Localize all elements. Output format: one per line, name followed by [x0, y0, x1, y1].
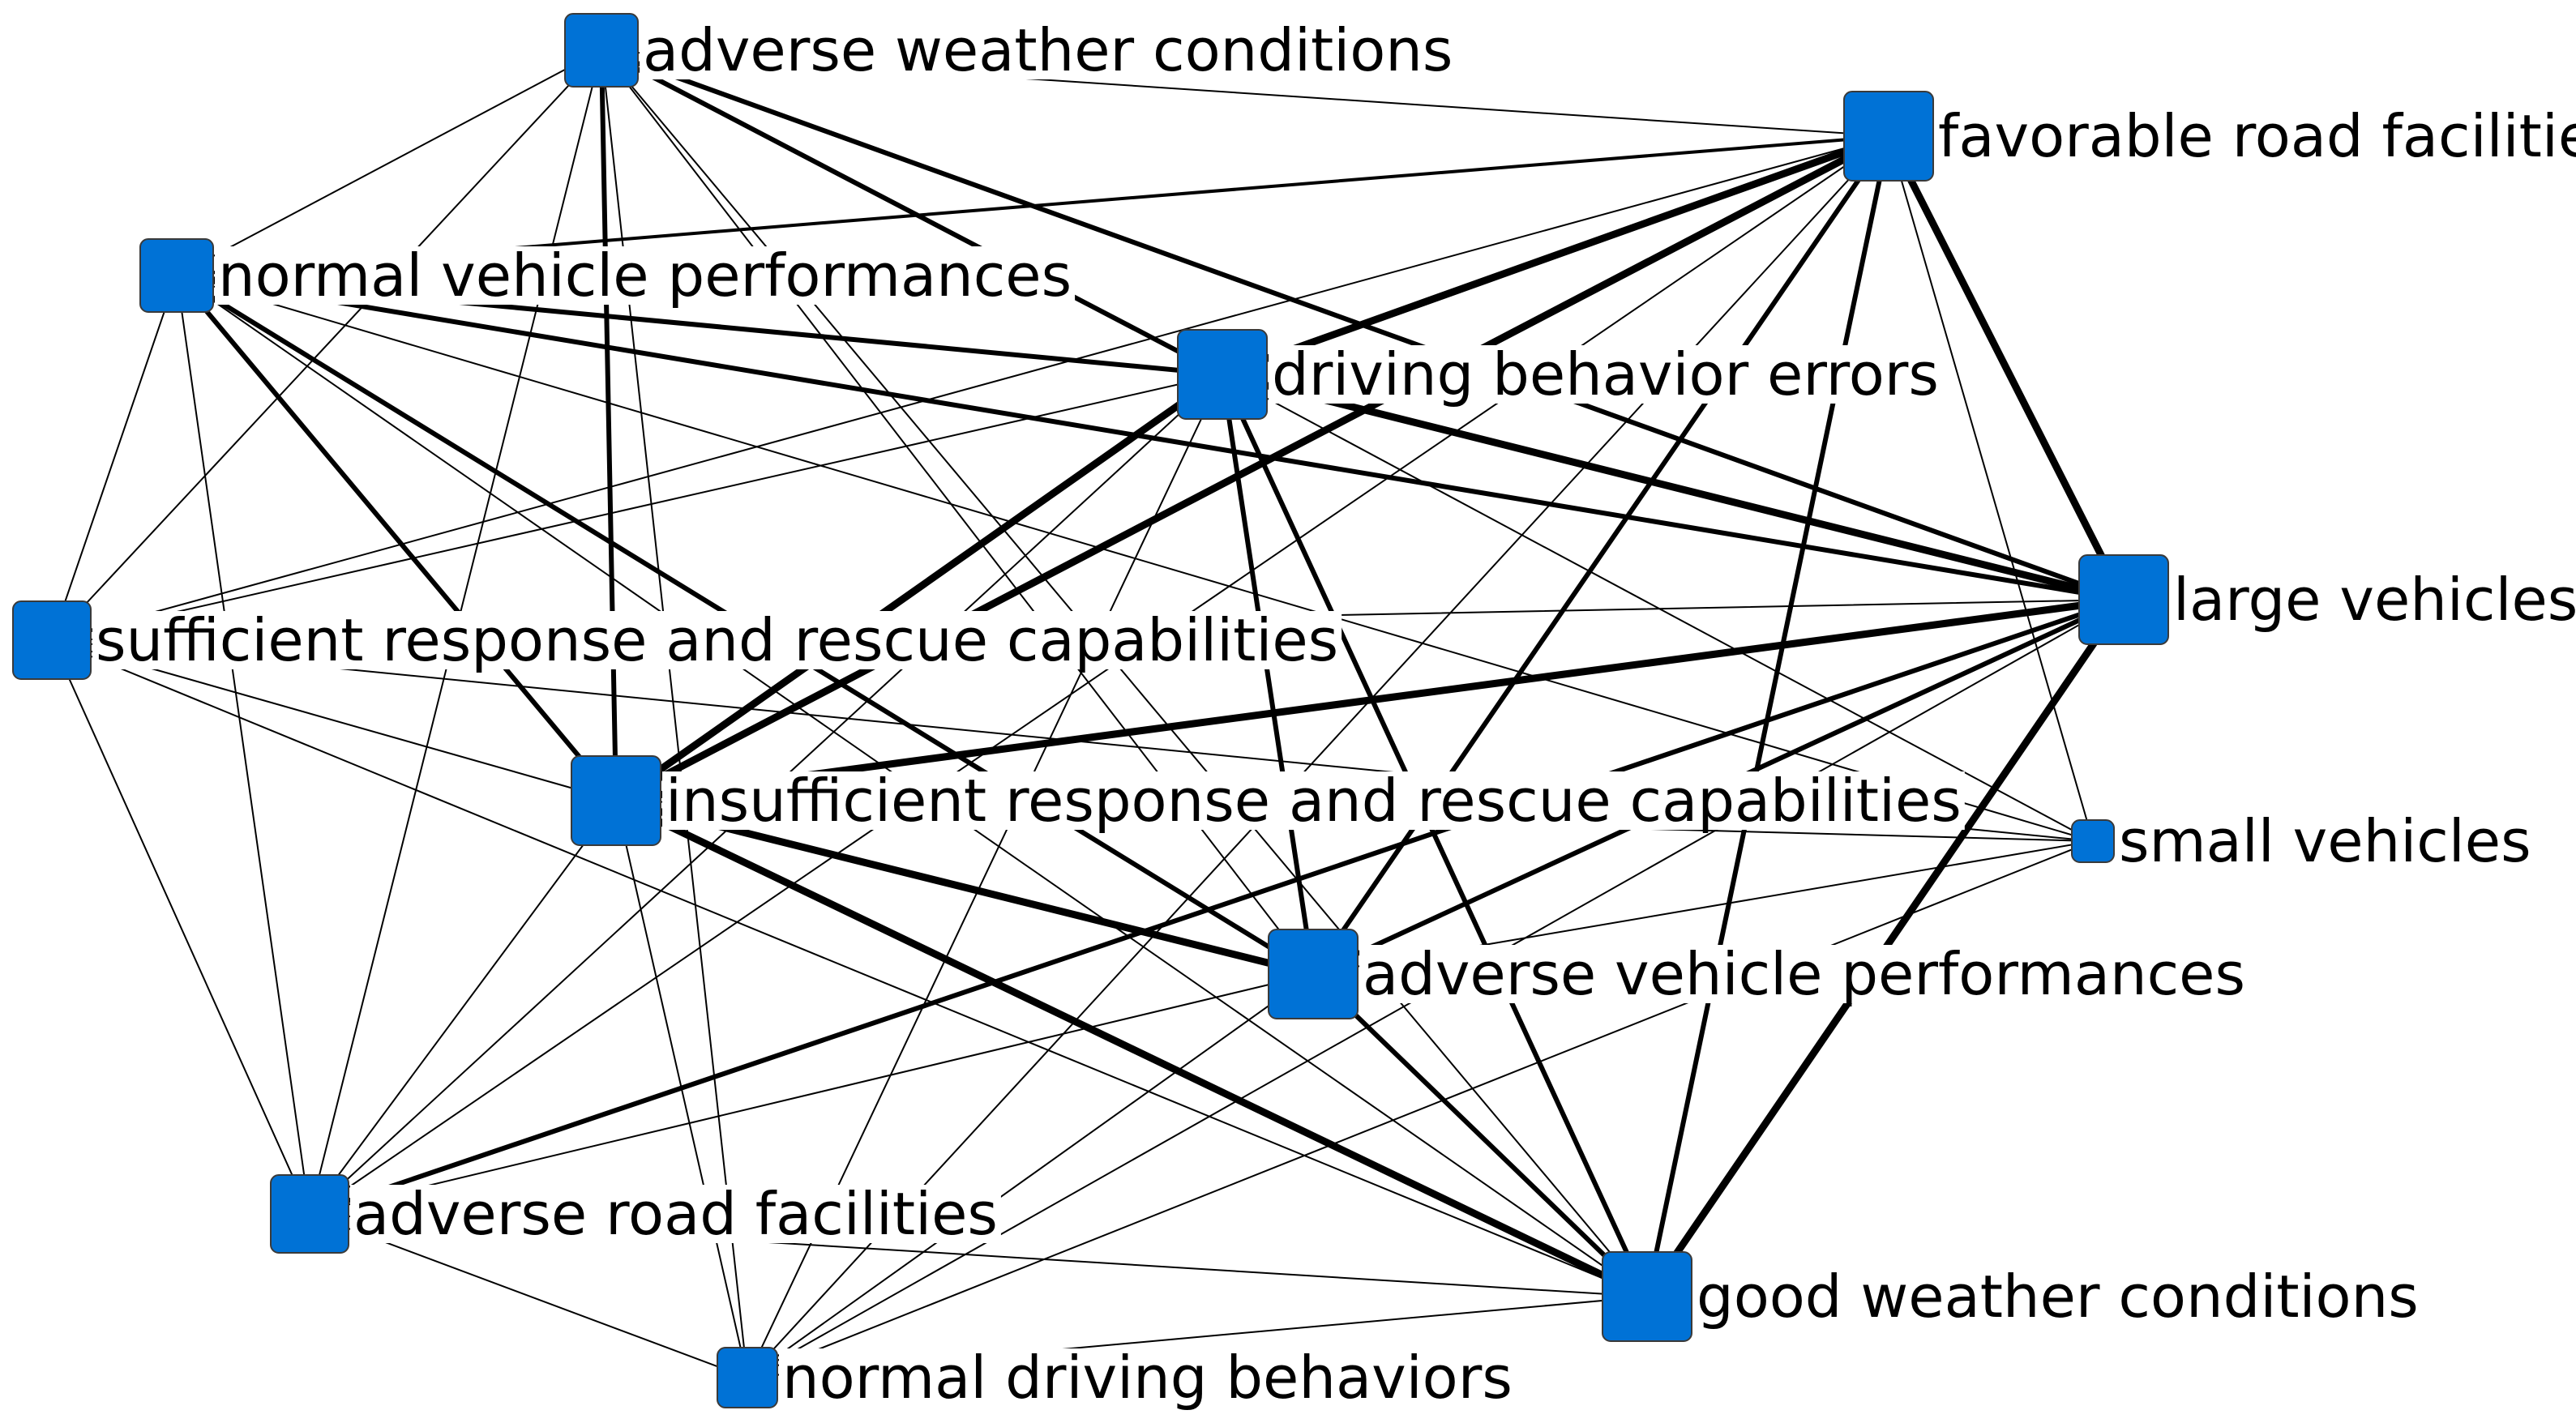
label-background: [350, 1185, 1001, 1243]
label-background: [779, 1348, 1516, 1407]
label-background: [92, 611, 1342, 669]
node-label: sufficient response and rescue capabilit…: [96, 606, 1338, 674]
label-background: [1269, 345, 1942, 404]
label-background: [215, 246, 1076, 305]
node-label: favorable road facilities: [1938, 102, 2576, 170]
node-label: adverse vehicle performances: [1363, 940, 2245, 1008]
edge-aw-sr: [51, 49, 602, 641]
node-label: large vehicles: [2173, 566, 2576, 634]
edge-av-nd: [747, 973, 1314, 1378]
node-label: small vehicles: [2119, 807, 2531, 875]
label-background: [1935, 107, 2576, 165]
edge-sr-ar: [51, 639, 310, 1215]
edge-db-av: [1220, 372, 1316, 976]
edge-fr-lv: [1885, 132, 2128, 604]
label-background: [662, 771, 1965, 830]
node-ir: insufficient response and rescue capabil…: [571, 755, 1965, 846]
node-lv: large vehicles: [2078, 554, 2576, 645]
node-sv: small vehicles: [2071, 807, 2535, 875]
node-marker: [717, 1347, 778, 1408]
edge-aw-av: [601, 49, 1314, 975]
node-marker: [571, 755, 661, 846]
edge-nv-ar: [176, 275, 310, 1215]
edge-aw-nv: [176, 49, 602, 276]
edge-lv-ar: [307, 597, 2126, 1216]
node-label: adverse weather conditions: [643, 16, 1453, 84]
label-background: [2116, 812, 2535, 870]
edge-aw-db: [599, 48, 1225, 377]
node-marker: [1268, 929, 1359, 1019]
node-marker: [1177, 329, 1268, 420]
node-av: adverse vehicle performances: [1268, 929, 2249, 1019]
edge-ir-ar: [309, 800, 617, 1215]
edge-db-sr: [51, 374, 1223, 641]
edge-nv-sr: [51, 275, 178, 641]
edge-nv-ir: [174, 273, 618, 803]
edge-sr-gw: [51, 639, 1648, 1297]
node-marker: [1843, 91, 1934, 182]
edge-db-lv: [1218, 370, 2128, 604]
node-label: normal driving behaviors: [782, 1344, 1513, 1412]
node-layer: adverse weather conditions favorable road…: [12, 13, 2576, 1412]
node-marker: [270, 1174, 349, 1254]
node-nv: normal vehicle performances: [139, 238, 1076, 313]
edge-fr-ar: [309, 135, 1889, 1215]
edge-sv-nd: [747, 840, 2094, 1378]
node-marker: [139, 238, 214, 313]
edge-fr-av: [1311, 134, 1891, 976]
node-fr: favorable road facilities: [1843, 91, 2576, 182]
edge-db-sv: [1222, 374, 2094, 842]
node-nd: normal driving behaviors: [717, 1344, 1516, 1412]
edge-fr-gw: [1645, 134, 1891, 1299]
edge-fr-sv: [1888, 135, 2094, 842]
node-marker: [2078, 554, 2169, 645]
label-background: [640, 21, 1457, 79]
edge-av-ar: [309, 973, 1314, 1215]
node-gw: good weather conditions: [1602, 1251, 2422, 1342]
edge-fr-ir: [612, 132, 1893, 805]
node-marker: [12, 600, 92, 680]
edge-fr-sr: [51, 135, 1889, 641]
edge-lv-ir: [612, 596, 2128, 805]
edge-fr-db: [1218, 132, 1893, 378]
edge-av-gw: [1311, 972, 1650, 1299]
node-ar: adverse road facilities: [270, 1174, 1001, 1254]
node-marker: [564, 13, 639, 88]
label-background: [1359, 945, 2249, 1003]
node-label: normal vehicle performances: [218, 241, 1072, 310]
node-label: driving behavior errors: [1272, 340, 1939, 408]
node-marker: [2071, 819, 2115, 863]
edge-ir-gw: [612, 797, 1651, 1301]
label-background: [1693, 1267, 2422, 1326]
node-db: driving behavior errors: [1177, 329, 1942, 420]
edge-layer: [51, 48, 2128, 1378]
label-background: [2170, 570, 2576, 629]
node-marker: [1602, 1251, 1692, 1342]
node-aw: adverse weather conditions: [564, 13, 1457, 88]
node-label: adverse road facilities: [353, 1180, 998, 1248]
node-label: insufficient response and rescue capabil…: [665, 767, 1962, 835]
edge-aw-ir: [599, 48, 618, 803]
edge-ir-nd: [615, 800, 748, 1378]
edge-db-ir: [612, 370, 1226, 805]
edge-nv-lv: [174, 273, 2126, 602]
node-sr: sufficient response and rescue capabilit…: [12, 600, 1342, 680]
node-label: good weather conditions: [1697, 1263, 2419, 1331]
edge-fr-nd: [747, 135, 1889, 1378]
